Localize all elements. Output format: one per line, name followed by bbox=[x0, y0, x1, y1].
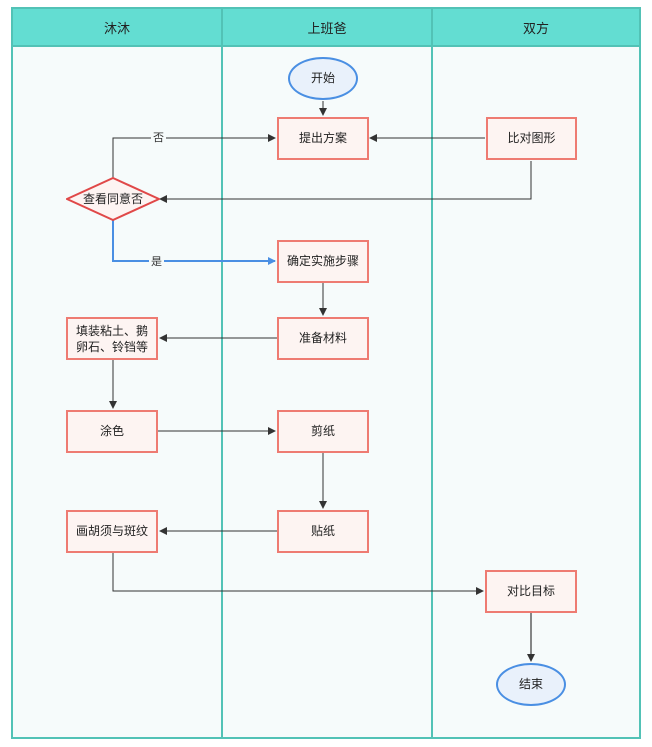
edge-label-yes: 是 bbox=[149, 255, 164, 268]
lane-border-right bbox=[639, 8, 641, 739]
lane-title: 沐沐 bbox=[103, 21, 130, 37]
node-check-diamond[interactable] bbox=[66, 177, 160, 221]
node-paste[interactable]: 贴纸 bbox=[277, 510, 369, 553]
node-label: 结束 bbox=[518, 677, 543, 691]
node-label: 剪纸 bbox=[310, 424, 335, 438]
node-label: 提出方案 bbox=[298, 131, 347, 145]
node-check-label: 查看同意否 bbox=[66, 177, 160, 221]
node-label: 准备材料 bbox=[298, 331, 347, 345]
node-prepare[interactable]: 准备材料 bbox=[277, 317, 369, 360]
header-bottom-border bbox=[11, 45, 641, 47]
node-label: 涂色 bbox=[99, 424, 124, 438]
node-label: 贴纸 bbox=[310, 524, 335, 538]
node-draw[interactable]: 画胡须与斑纹 bbox=[66, 510, 158, 553]
node-color[interactable]: 涂色 bbox=[66, 410, 158, 453]
node-confirm[interactable]: 确定实施步骤 bbox=[277, 240, 369, 283]
lane-border-top bbox=[11, 7, 641, 9]
lane-header-mumu: 沐沐 bbox=[12, 8, 222, 46]
lane-header-dad: 上班爸 bbox=[222, 8, 432, 46]
node-label: 查看同意否 bbox=[82, 191, 143, 206]
lane-title: 上班爸 bbox=[307, 21, 347, 37]
lane-header-both: 双方 bbox=[432, 8, 640, 46]
node-label: 填装粘土、鹅 卵石、铃铛等 bbox=[75, 323, 148, 354]
node-cut[interactable]: 剪纸 bbox=[277, 410, 369, 453]
lane-divider-2 bbox=[431, 8, 433, 739]
edge-compare-check bbox=[159, 161, 532, 203]
lane-border-left bbox=[11, 8, 13, 739]
node-propose[interactable]: 提出方案 bbox=[277, 117, 369, 160]
node-compare[interactable]: 比对图形 bbox=[486, 117, 577, 160]
node-label: 确定实施步骤 bbox=[286, 254, 359, 268]
lane-divider-1 bbox=[221, 8, 223, 739]
node-end[interactable]: 结束 bbox=[496, 663, 566, 706]
lane-title: 双方 bbox=[522, 21, 549, 37]
edge-draw-goal bbox=[112, 553, 484, 595]
node-compare-goal[interactable]: 对比目标 bbox=[485, 570, 577, 613]
node-label: 比对图形 bbox=[507, 131, 556, 145]
node-label: 开始 bbox=[310, 71, 335, 85]
node-label: 对比目标 bbox=[506, 584, 555, 598]
node-label: 画胡须与斑纹 bbox=[75, 524, 148, 538]
node-fill[interactable]: 填装粘土、鹅 卵石、铃铛等 bbox=[66, 317, 158, 360]
node-start[interactable]: 开始 bbox=[288, 57, 358, 100]
lane-border-bottom bbox=[11, 737, 641, 739]
edge-check-propose-no bbox=[112, 134, 276, 178]
edge-label-no: 否 bbox=[151, 131, 166, 144]
edge-check-confirm-yes bbox=[112, 220, 276, 265]
